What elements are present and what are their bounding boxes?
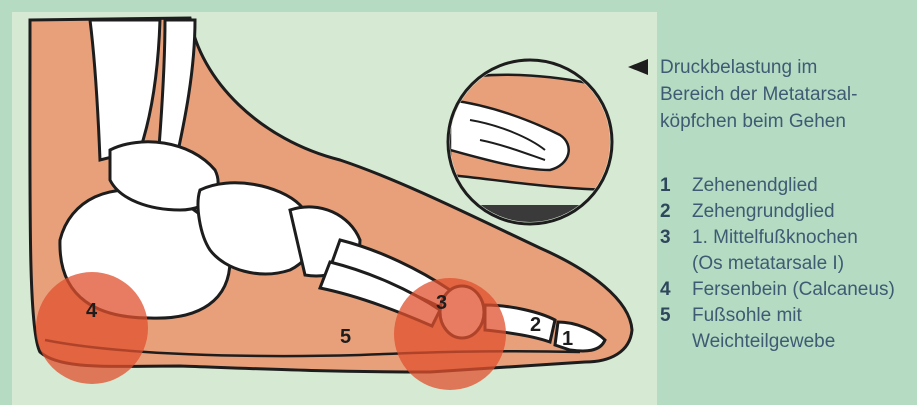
legend-item: 4 Fersenbein (Calcaneus) (660, 277, 913, 303)
legend-text: Fersenbein (Calcaneus) (692, 277, 895, 303)
pressure-note: Druckbelastung im Bereich der Metatarsal… (628, 54, 913, 135)
legend-item: 1 Zehenendglied (660, 173, 913, 199)
legend-item: 2 Zehengrundglied (660, 199, 913, 225)
legend-number: 5 (660, 303, 692, 355)
figure-label-5: 5 (340, 326, 351, 349)
legend-text: Weichteilgewebe (692, 329, 835, 355)
figure-label-2: 2 (530, 314, 541, 337)
legend-text: Zehenendglied (692, 173, 818, 199)
legend-text: (Os metatarsale I) (692, 251, 858, 277)
legend-item: 3 1. Mittelfußknochen (Os metatarsale I) (660, 225, 913, 277)
figure-label-4: 4 (86, 300, 97, 323)
figure-label-1: 1 (562, 328, 573, 351)
pressure-note-line: Druckbelastung im (660, 54, 913, 81)
forefoot-pressure-zone (394, 278, 506, 390)
legend-text: Fußsohle mit (692, 303, 835, 329)
legend-number: 2 (660, 199, 692, 225)
magnified-inset (440, 60, 640, 235)
legend-number: 3 (660, 225, 692, 277)
legend-number: 1 (660, 173, 692, 199)
pressure-note-line: köpfchen beim Gehen (660, 108, 913, 135)
heel-pressure-zone (36, 272, 148, 384)
legend-text: 1. Mittelfußknochen (692, 225, 858, 251)
arrow-left-icon (628, 59, 648, 75)
legend-number: 4 (660, 277, 692, 303)
legend-list: 1 Zehenendglied 2 Zehengrundglied 3 1. M… (660, 173, 913, 355)
figure-label-3: 3 (436, 292, 447, 315)
legend: Druckbelastung im Bereich der Metatarsal… (628, 54, 913, 355)
legend-item: 5 Fußsohle mit Weichteilgewebe (660, 303, 913, 355)
legend-text: Zehengrundglied (692, 199, 835, 225)
pressure-note-line: Bereich der Metatarsal- (660, 81, 913, 108)
